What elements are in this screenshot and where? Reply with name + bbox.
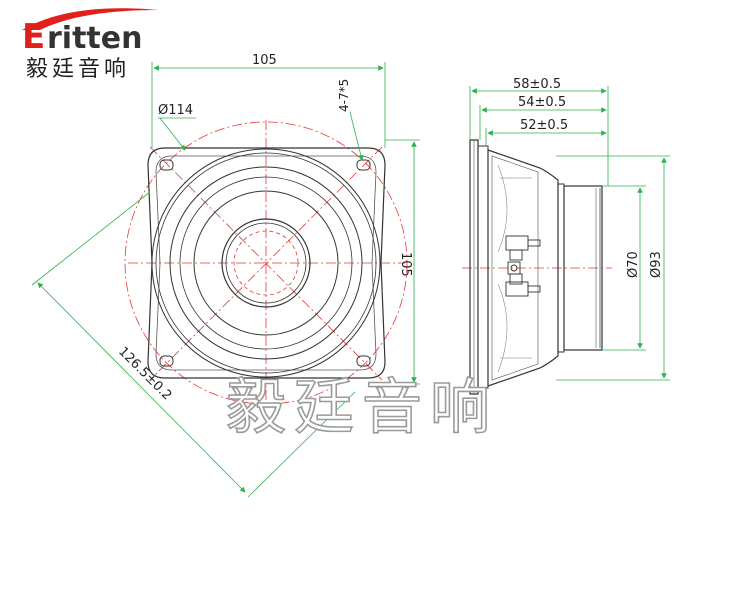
dim-depth-total-label: 58±0.5 — [513, 77, 561, 92]
side-view: 58±0.5 54±0.5 52±0.5 Ø70 Ø93 — [462, 77, 670, 395]
logo-word: ritten — [47, 21, 142, 56]
dim-width-label: 105 — [252, 53, 277, 68]
dim-diagonal: 126.5±0.2 — [31, 191, 356, 498]
dim-height: 105 — [385, 139, 420, 385]
side-magnet — [557, 183, 603, 353]
dim-frame-diameter: Ø114 — [158, 103, 196, 151]
dim-magnet-label: Ø70 — [626, 251, 641, 278]
logo-initial: E — [22, 17, 45, 57]
logo-chinese: 毅廷音响 — [26, 57, 130, 82]
dim-height-label: 105 — [398, 252, 413, 277]
brand-logo: E ritten 毅廷音响 — [22, 8, 158, 82]
dim-depth-inner: 52±0.5 — [485, 118, 607, 146]
dim-magnet-diameter: Ø70 — [602, 185, 646, 351]
dim-depth-inner-label: 52±0.5 — [520, 118, 568, 133]
dim-frame-diameter-label: Ø114 — [158, 103, 193, 118]
terminals — [505, 235, 541, 297]
logo-swoosh — [22, 8, 158, 30]
dim-frame-side-label: Ø93 — [649, 251, 664, 278]
dim-diagonal-label: 126.5±0.2 — [115, 344, 174, 403]
dim-depth-mid: 54±0.5 — [479, 95, 607, 140]
dim-frame-diameter-side: Ø93 — [556, 155, 670, 381]
watermark: 毅廷音响 — [226, 373, 498, 443]
front-view: 105 105 Ø114 4-7*5 126.5±0.2 — [31, 53, 420, 498]
dim-width: 105 — [151, 53, 386, 148]
side-basket — [487, 149, 559, 387]
dim-holes: 4-7*5 — [337, 79, 364, 161]
dim-depth-mid-label: 54±0.5 — [518, 95, 566, 110]
side-flange — [469, 139, 479, 395]
dim-depth-total: 58±0.5 — [469, 77, 609, 186]
dim-holes-label: 4-7*5 — [337, 79, 351, 112]
front-frame-outer — [147, 147, 386, 379]
